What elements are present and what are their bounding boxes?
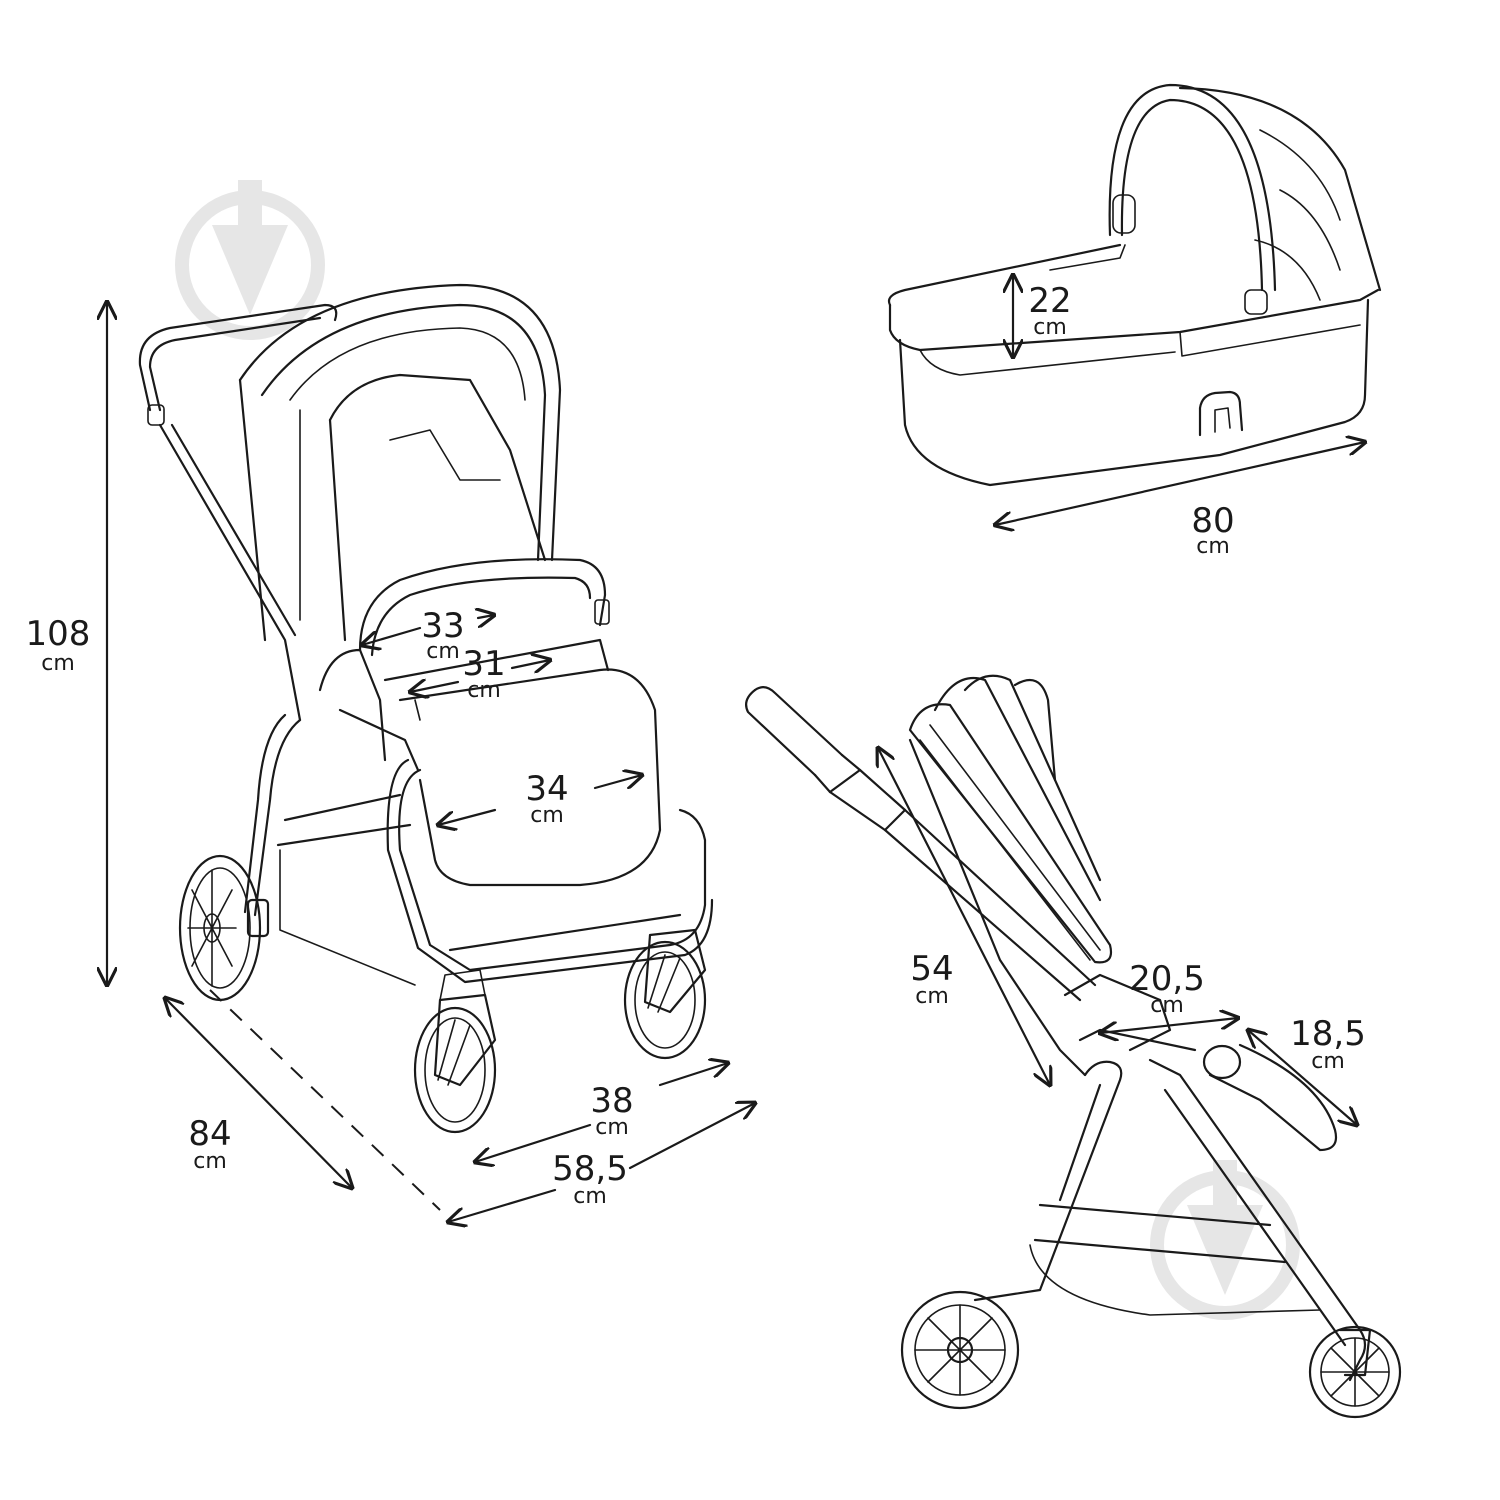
footrest-width-line-left [438, 808, 497, 825]
footrest-length-unit: cm [1311, 1049, 1345, 1074]
backrest-width-unit: cm [426, 639, 460, 664]
total-width-unit: cm [573, 1184, 607, 1209]
backrest-width-line-right [478, 615, 494, 618]
seat-depth-line [1100, 1018, 1238, 1033]
carrycot-height-value: 22 [1028, 281, 1071, 321]
seat-depth-unit: cm [1150, 993, 1184, 1018]
seat-width-value: 31 [462, 644, 505, 684]
backrest-length-unit: cm [915, 984, 949, 1009]
height-unit: cm [41, 651, 75, 676]
seat-width-line-right [510, 660, 550, 668]
total-width-line-left [448, 1188, 557, 1222]
length-guide-dashed [209, 989, 441, 1211]
footrest-width-line-right [593, 775, 642, 788]
length-dimension-line [165, 998, 352, 1188]
carrycot-length-line [995, 442, 1365, 525]
length-value: 84 [188, 1114, 231, 1154]
wheelbase-dimension-line-right [658, 1063, 728, 1087]
wheelbase-dimension-line-left [475, 1123, 592, 1162]
watermark-logo-icon [1150, 1160, 1300, 1320]
backrest-length-value: 54 [910, 949, 953, 989]
total-width-value: 58,5 [552, 1149, 628, 1189]
carrycot-length-unit: cm [1196, 534, 1230, 559]
watermark-logo-icon [175, 180, 325, 340]
length-unit: cm [193, 1149, 227, 1174]
total-width-line-right [628, 1103, 755, 1170]
wheelbase-value: 38 [590, 1081, 633, 1121]
height-value: 108 [26, 614, 91, 654]
backrest-width-value: 33 [421, 606, 464, 646]
seat-width-line-left [410, 682, 460, 692]
backrest-length-line [878, 748, 1050, 1085]
seat-width-unit: cm [467, 678, 501, 703]
backrest-width-line-left [362, 626, 422, 645]
footrest-length-line [1248, 1030, 1357, 1125]
seat-depth-value: 20,5 [1129, 959, 1205, 999]
carrycot-length-value: 80 [1191, 501, 1234, 541]
wheelbase-unit: cm [595, 1115, 629, 1140]
footrest-length-value: 18,5 [1290, 1014, 1366, 1054]
stroller-drawing [138, 283, 714, 1134]
carrycot-drawing [887, 83, 1382, 487]
footrest-width-unit: cm [530, 803, 564, 828]
carrycot-height-unit: cm [1033, 315, 1067, 340]
footrest-width-value: 34 [525, 769, 568, 809]
